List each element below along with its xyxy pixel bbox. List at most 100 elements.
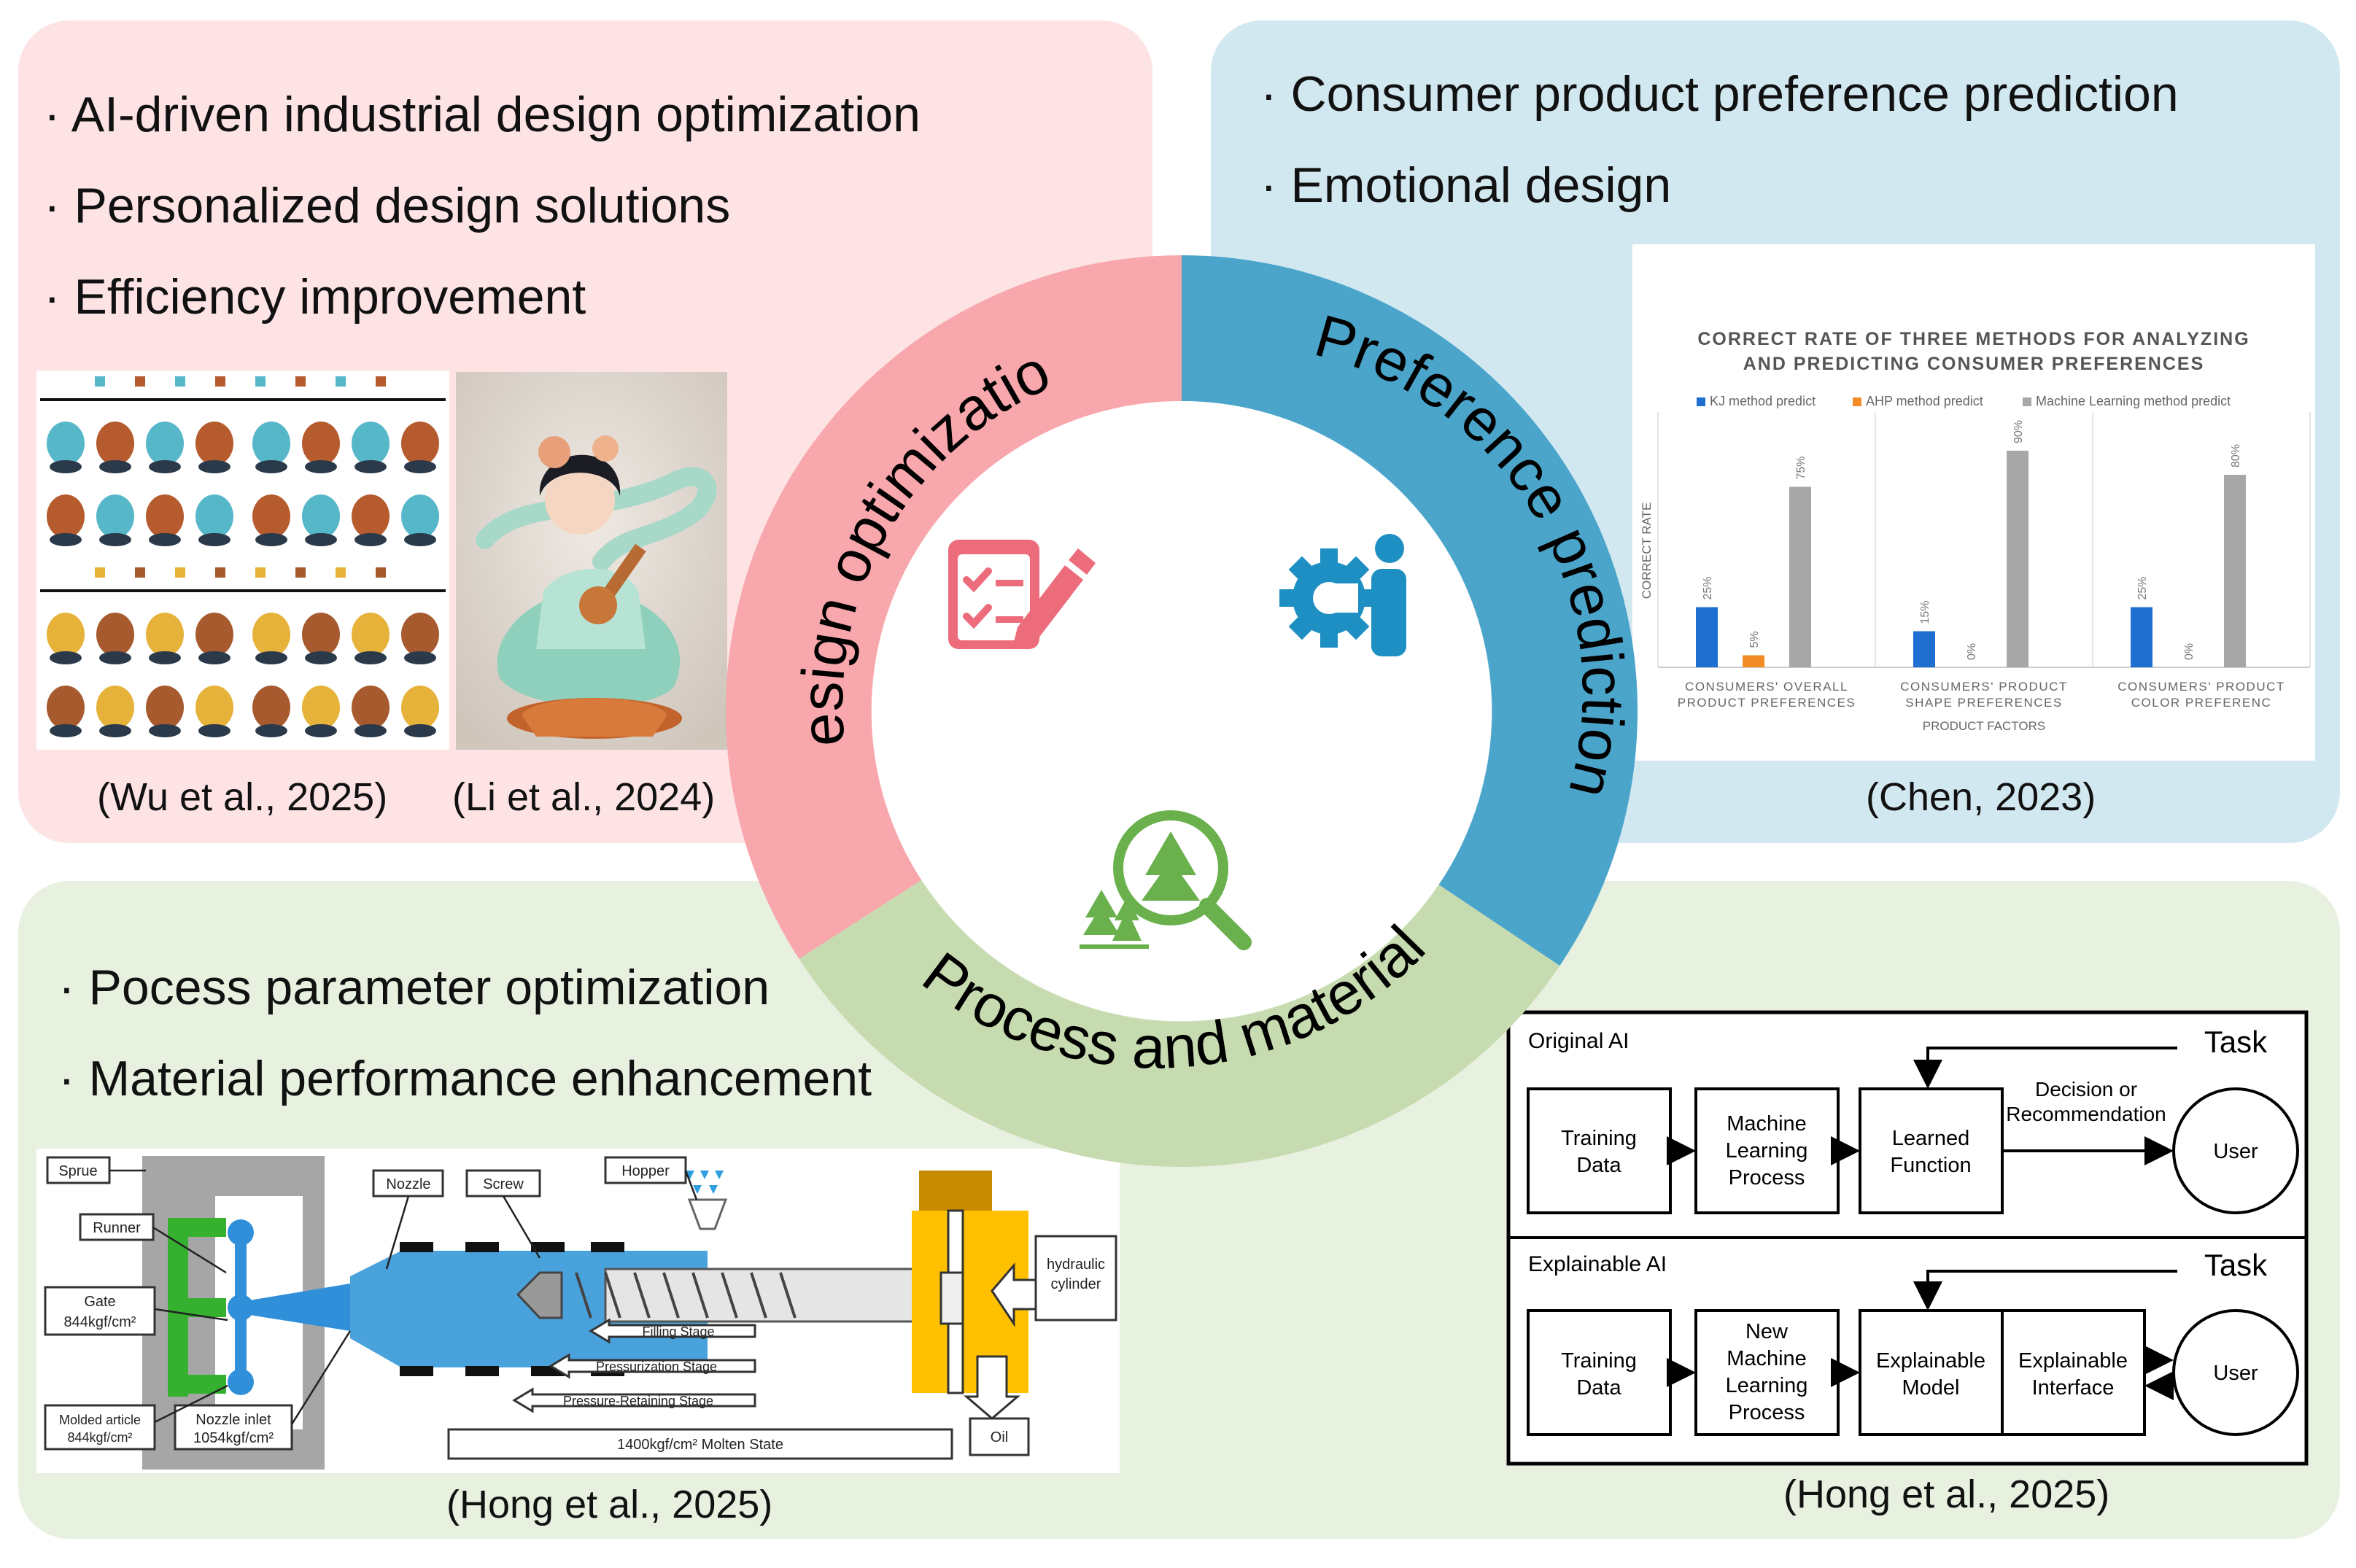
color-swatch xyxy=(255,567,266,578)
figurine-base xyxy=(305,724,337,737)
top-box-3-line-2: Function xyxy=(1890,1154,1971,1177)
figurine-body xyxy=(96,613,134,656)
explainable-ai-diagram: Original AI Explainable AI Task Task Dec… xyxy=(1506,1010,2309,1466)
filling-stage-label: Filling Stage xyxy=(642,1324,714,1339)
legend-label: KJ method predict xyxy=(1710,394,1816,408)
figurine-base xyxy=(255,460,287,473)
figurine-body xyxy=(352,422,390,465)
color-swatch xyxy=(255,376,266,387)
gate-label: Gate xyxy=(84,1294,115,1310)
legend-swatch xyxy=(2023,397,2031,406)
figurine-base xyxy=(198,533,230,546)
gate-value: 844kgf/cm² xyxy=(64,1314,136,1330)
hong-citation-left: (Hong et al., 2025) xyxy=(446,1483,773,1526)
top-box-1-line-1: Training xyxy=(1561,1127,1637,1150)
figurine-body xyxy=(302,686,340,729)
legend-label: AHP method predict xyxy=(1866,394,1983,408)
bar xyxy=(2007,451,2028,667)
figurine-body xyxy=(146,613,184,656)
process-bullet-2: · Material performance enhancement xyxy=(58,1051,872,1106)
chart-title-line: AND PREDICTING CONSUMER PREFERENCES xyxy=(1743,354,2205,374)
figurine-body xyxy=(401,686,439,729)
figurine-body xyxy=(252,613,290,656)
bar xyxy=(1913,631,1935,667)
li-figurine-image xyxy=(456,372,727,750)
figurine-base xyxy=(305,651,337,664)
hydraulic-label-1: hydraulic xyxy=(1047,1257,1105,1273)
figurine-body xyxy=(195,613,233,656)
figurine-base xyxy=(99,651,131,664)
figurine-base xyxy=(50,724,82,737)
bottom-box-2-line-1: New xyxy=(1745,1320,1789,1343)
figurine-body xyxy=(401,494,439,538)
color-swatch xyxy=(295,376,306,387)
bottom-box-1-line-2: Data xyxy=(1576,1376,1621,1400)
decision-label-1: Decision or xyxy=(2035,1078,2137,1101)
task-label-bottom: Task xyxy=(2204,1248,2268,1282)
decision-label-2: Recommendation xyxy=(2006,1103,2166,1125)
figurine-base xyxy=(50,533,82,546)
category-label: COLOR PREFERENC xyxy=(2131,696,2272,710)
preference-bullet-1: · Consumer product preference prediction xyxy=(1260,66,2179,122)
xai-graphic: Original AI Explainable AI Task Task Dec… xyxy=(1506,1010,2309,1466)
explainable-ai-title: Explainable AI xyxy=(1528,1252,1667,1276)
bar xyxy=(2224,475,2246,667)
color-swatch xyxy=(215,567,225,578)
legend-swatch xyxy=(1853,397,1861,406)
figurine-body xyxy=(401,613,439,656)
figurine-body xyxy=(302,494,340,538)
design-bullet-3: · Efficiency improvement xyxy=(44,269,586,325)
figurine-body xyxy=(352,686,390,729)
chen-citation: (Chen, 2023) xyxy=(1866,775,2096,819)
bar xyxy=(2131,607,2152,667)
oil-label: Oil xyxy=(991,1429,1008,1445)
figurine-base xyxy=(255,533,287,546)
figurine-base xyxy=(354,724,387,737)
bottom-box-4-line-2: Interface xyxy=(2032,1376,2115,1400)
wu-figurine-grid-image xyxy=(36,370,449,750)
figurine-base xyxy=(198,460,230,473)
figurine-base xyxy=(354,651,387,664)
top-box-2-line-3: Process xyxy=(1729,1166,1805,1189)
preference-bullet-2: · Emotional design xyxy=(1260,158,1672,213)
color-swatch xyxy=(135,567,145,578)
figurine-base xyxy=(50,460,82,473)
bar-data-label: 75% xyxy=(1795,456,1807,479)
bar xyxy=(1743,655,1764,667)
figurine-body xyxy=(352,494,390,538)
figurine-body xyxy=(146,422,184,465)
y-axis-label: CORRECT RATE xyxy=(1640,502,1654,599)
color-swatch xyxy=(135,376,145,387)
molded-label: Molded article xyxy=(59,1413,141,1427)
pressurization-stage-label: Pressurization Stage xyxy=(596,1359,717,1374)
color-swatch xyxy=(175,376,185,387)
figurine-body xyxy=(302,613,340,656)
figurine-base xyxy=(305,460,337,473)
top-box-2-line-2: Learning xyxy=(1726,1139,1808,1163)
hong-citation-right: (Hong et al., 2025) xyxy=(1783,1472,2110,1516)
top-box-1-line-2: Data xyxy=(1576,1154,1621,1177)
injection-molding-graphic: hydraulic cylinder Oil Sprue Runner Gate… xyxy=(44,1156,1117,1470)
injection-molding-diagram: hydraulic cylinder Oil Sprue Runner Gate… xyxy=(36,1149,1120,1473)
figurine-base xyxy=(404,533,436,546)
figurine-base xyxy=(255,651,287,664)
figurine-base xyxy=(198,724,230,737)
screw-label: Screw xyxy=(483,1176,524,1192)
bar-data-label: 0% xyxy=(1966,643,1978,660)
figurine-body xyxy=(47,686,85,729)
figurine-body xyxy=(302,422,340,465)
color-swatch xyxy=(376,567,386,578)
color-swatch xyxy=(95,376,105,387)
figurine-body xyxy=(96,494,134,538)
category-label: CONSUMERS' PRODUCT xyxy=(1900,680,2068,694)
figurine-body xyxy=(146,494,184,538)
figurine-body xyxy=(195,686,233,729)
category-label: CONSUMERS' OVERALL xyxy=(1685,680,1848,694)
bottom-box-2-line-2: Machine xyxy=(1727,1347,1807,1370)
figurine-base xyxy=(198,651,230,664)
color-swatch xyxy=(376,376,386,387)
figurine-base xyxy=(99,460,131,473)
color-swatch xyxy=(336,376,346,387)
figurine-body xyxy=(47,422,85,465)
bar-data-label: 80% xyxy=(2230,444,2242,467)
